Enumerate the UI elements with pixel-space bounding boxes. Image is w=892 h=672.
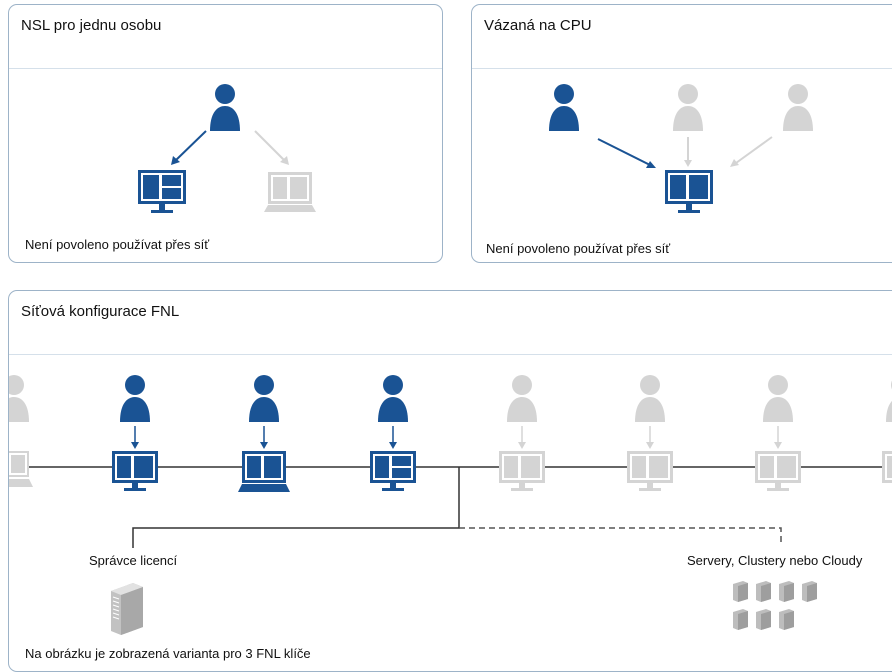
footnote: Na obrázku je zobrazená varianta pro 3 F…	[25, 646, 311, 661]
user-icon	[763, 375, 793, 422]
user-icon	[886, 380, 892, 422]
user-icon	[635, 375, 665, 422]
user-icon	[549, 84, 579, 131]
cpu-bound-diagram	[549, 84, 813, 213]
panel-title-network: Síťová konfigurace FNL	[21, 303, 180, 320]
arrow-to-laptop	[254, 130, 286, 162]
monitor-icon	[755, 451, 801, 491]
panel-single-user: NSL pro jednu osobu Není povoleno použív…	[8, 4, 443, 263]
monitor-icon	[112, 451, 158, 491]
user-icon	[120, 375, 150, 422]
arrow-to-monitor	[174, 130, 207, 162]
user-icon	[507, 375, 537, 422]
panel-title-cpu: Vázaná na CPU	[484, 17, 592, 34]
panel-separator	[9, 68, 442, 69]
servers-connection	[459, 527, 782, 543]
panel-separator	[472, 68, 892, 69]
license-manager-connection	[132, 467, 460, 548]
license-manager-label: Správce licencí	[89, 553, 178, 568]
single-user-diagram	[138, 84, 316, 213]
user-icon	[9, 375, 29, 422]
user-icon	[783, 84, 813, 131]
panel-note-single: Není povoleno používat přes síť	[25, 237, 210, 252]
down-arrows	[131, 426, 782, 449]
laptop-icon	[238, 451, 290, 492]
panel-note-cpu: Není povoleno používat přes síť	[486, 241, 671, 256]
monitor-icon	[370, 451, 416, 491]
user-icon	[673, 84, 703, 131]
servers-label: Servery, Clustery nebo Cloudy	[687, 553, 863, 568]
panel-title-single: NSL pro jednu osobu	[21, 17, 162, 34]
user-icon	[210, 84, 240, 131]
network-diagram	[9, 375, 892, 635]
monitor-icon	[882, 451, 892, 483]
user-icon	[249, 375, 279, 422]
panel-cpu-bound: Vázaná na CPU Není povoleno používa	[471, 4, 892, 263]
monitor-icon	[138, 170, 186, 213]
monitor-icon	[665, 170, 713, 213]
server-cluster-icon	[733, 581, 817, 630]
monitor-icon	[627, 451, 673, 491]
monitor-icon	[499, 451, 545, 491]
panel-network-fnl: Síťová konfigurace FNL	[8, 290, 892, 672]
monitor-icon	[9, 451, 33, 487]
user-icon	[378, 375, 408, 422]
laptop-icon	[264, 172, 316, 212]
server-tower-icon	[111, 583, 143, 635]
panel-separator	[9, 354, 892, 355]
